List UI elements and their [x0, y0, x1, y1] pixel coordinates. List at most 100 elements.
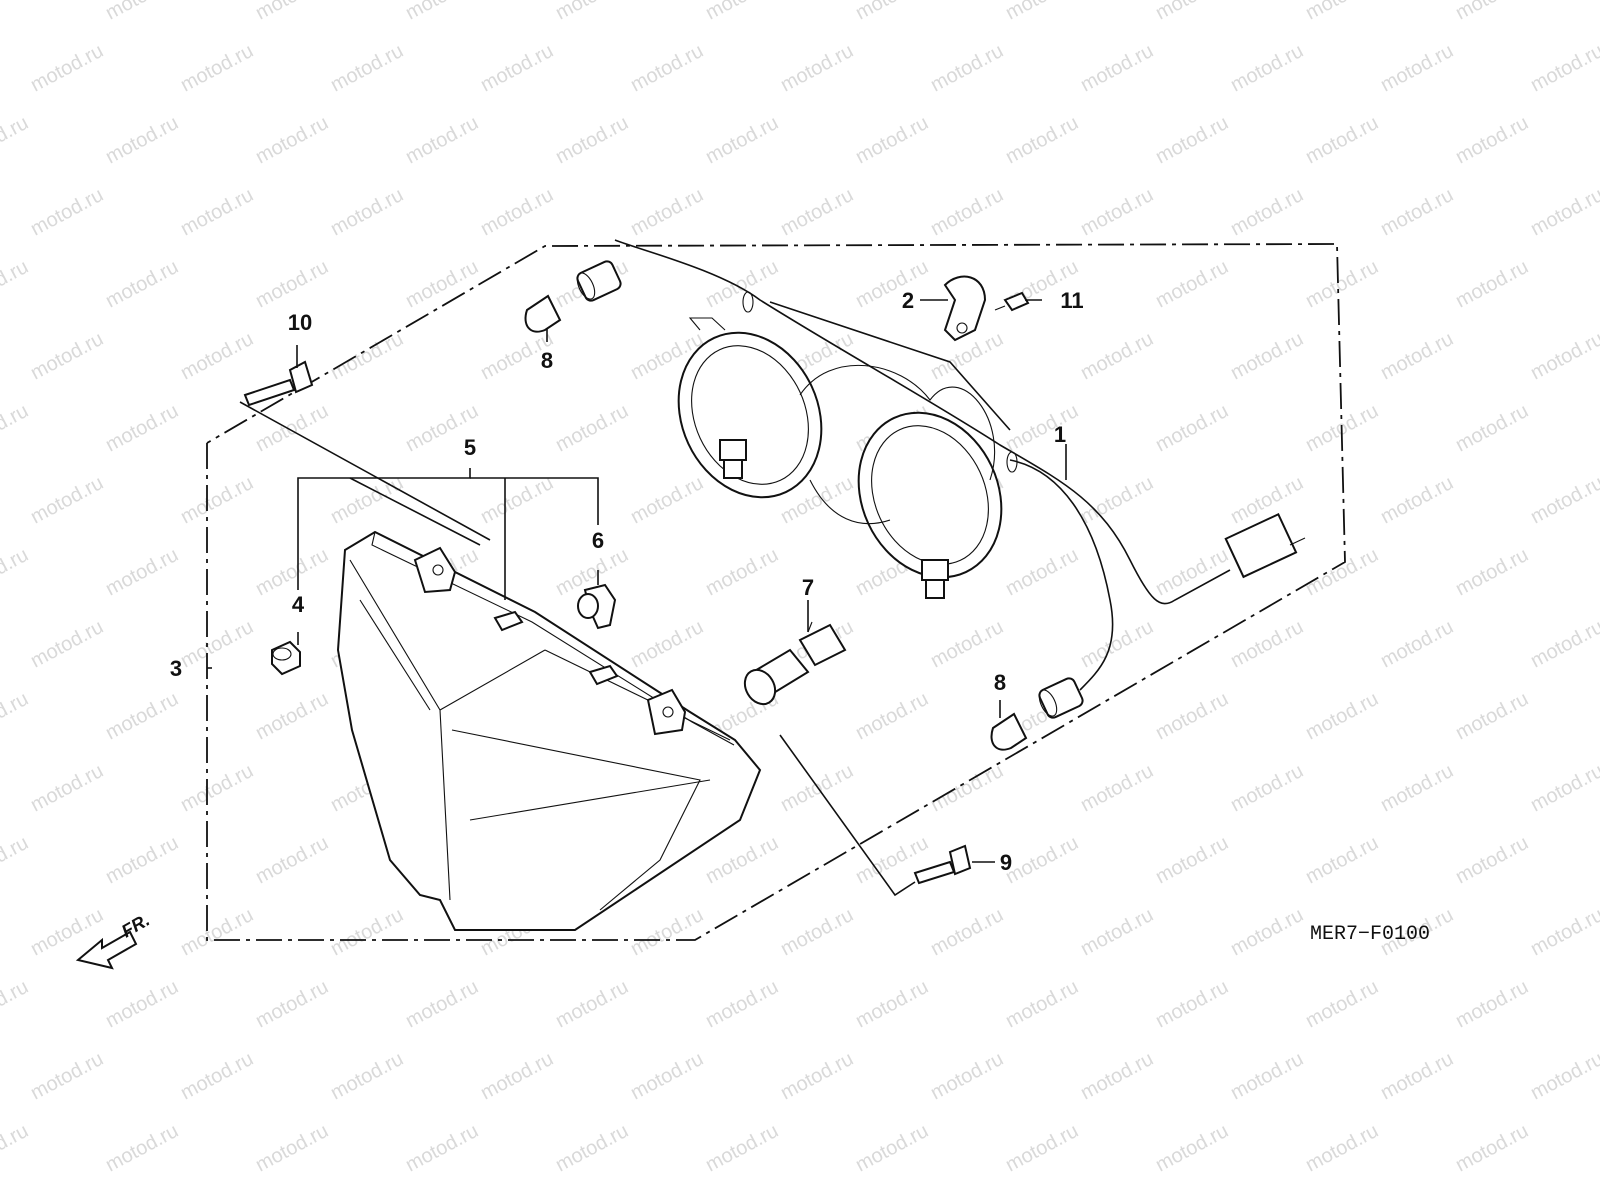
- watermark-text: motod.ru: [1227, 760, 1307, 816]
- watermark-text: motod.ru: [1377, 1048, 1457, 1104]
- watermark-text: motod.ru: [177, 184, 257, 240]
- watermark-text: motod.ru: [0, 976, 32, 1032]
- watermark-text: motod.ru: [702, 544, 782, 600]
- callout-9: 9: [1000, 850, 1012, 875]
- headlight-sockets: [677, 317, 1003, 599]
- watermark-text: motod.ru: [1152, 832, 1232, 888]
- watermark-text: motod.ru: [1452, 1120, 1532, 1176]
- watermark-text: motod.ru: [852, 112, 932, 168]
- watermark-text: motod.ru: [927, 184, 1007, 240]
- callouts: 1 2 3 4 5 6 7 8 8 9 10 11: [170, 288, 1084, 875]
- watermark-text: motod.ru: [27, 760, 107, 816]
- watermark-text: motod.ru: [777, 40, 857, 96]
- watermark-text: motod.ru: [927, 616, 1007, 672]
- watermark-text: motod.ru: [777, 904, 857, 960]
- watermark-text: motod.ru: [477, 184, 557, 240]
- callout-8-bottom: 8: [994, 670, 1006, 695]
- callout-2: 2: [902, 288, 914, 313]
- leader-lines: [207, 299, 1067, 897]
- watermark-text: motod.ru: [1002, 112, 1082, 168]
- screw-part-11: [994, 291, 1030, 312]
- watermark-text: motod.ru: [402, 256, 482, 312]
- watermark-text: motod.ru: [927, 904, 1007, 960]
- watermark-text: motod.ru: [852, 976, 932, 1032]
- watermark-text: motod.ru: [852, 256, 932, 312]
- watermark-text: motod.ru: [1302, 544, 1382, 600]
- position-lamp-top: [524, 260, 622, 333]
- watermark-text: motod.ru: [1002, 832, 1082, 888]
- watermark-text: motod.ru: [252, 0, 332, 24]
- watermark-text: motod.ru: [627, 616, 707, 672]
- watermark-text: motod.ru: [327, 184, 407, 240]
- callout-5: 5: [464, 435, 476, 460]
- watermark-text: motod.ru: [1002, 1120, 1082, 1176]
- diagram-code: MER7−F0100: [1310, 923, 1430, 946]
- watermark-text: motod.ru: [477, 1048, 557, 1104]
- watermark-text: motod.ru: [852, 688, 932, 744]
- watermark-text: motod.ru: [1152, 688, 1232, 744]
- watermark-text: motod.ru: [1227, 328, 1307, 384]
- watermark-text: motod.ru: [627, 904, 707, 960]
- watermark-text: motod.ru: [1077, 184, 1157, 240]
- watermark-text: motod.ru: [1302, 256, 1382, 312]
- watermark-text: motod.ru: [102, 400, 182, 456]
- watermark-text: motod.ru: [702, 112, 782, 168]
- watermark-text: motod.ru: [927, 1048, 1007, 1104]
- watermark-text: motod.ru: [702, 256, 782, 312]
- watermark-text: motod.ru: [1527, 616, 1600, 672]
- watermark-text: motod.ru: [1527, 1048, 1600, 1104]
- watermark-text: motod.ru: [177, 1048, 257, 1104]
- watermark-text: motod.ru: [102, 688, 182, 744]
- watermark-text: motod.ru: [627, 184, 707, 240]
- watermark-text: motod.ru: [702, 832, 782, 888]
- watermark-text: motod.ru: [1452, 256, 1532, 312]
- watermark-text: motod.ru: [552, 0, 632, 24]
- watermark-text: motod.ru: [852, 0, 932, 24]
- clamp-part-2: [943, 275, 987, 342]
- watermark-text: motod.ru: [1227, 40, 1307, 96]
- watermark-text: motod.ru: [102, 256, 182, 312]
- watermark-text: motod.ru: [1377, 184, 1457, 240]
- watermark-text: motod.ru: [1227, 904, 1307, 960]
- watermark-text: motod.ru: [702, 1120, 782, 1176]
- wiring-harness: [614, 239, 1306, 691]
- watermark-text: motod.ru: [1377, 328, 1457, 384]
- callout-8-top: 8: [541, 348, 553, 373]
- callout-3: 3: [170, 656, 182, 681]
- watermark-text: motod.ru: [1527, 472, 1600, 528]
- watermark-text: motod.ru: [1527, 760, 1600, 816]
- watermark-text: motod.ru: [552, 400, 632, 456]
- watermark-text: motod.ru: [1077, 472, 1157, 528]
- watermark-text: motod.ru: [0, 256, 32, 312]
- position-lamp-bottom: [990, 677, 1084, 751]
- watermark-text: motod.ru: [0, 0, 32, 24]
- watermark-text: motod.ru: [0, 1120, 32, 1176]
- watermark-text: motod.ru: [1527, 184, 1600, 240]
- watermark-text: motod.ru: [327, 328, 407, 384]
- watermark-text: motod.ru: [0, 832, 32, 888]
- watermark-text: motod.ru: [252, 400, 332, 456]
- watermark-text: motod.ru: [1527, 904, 1600, 960]
- grommet-part-4: [271, 640, 301, 676]
- watermark-text: motod.ru: [327, 40, 407, 96]
- watermark-text: motod.ru: [102, 0, 182, 24]
- watermark-text: motod.ru: [777, 760, 857, 816]
- front-arrow-icon: [75, 930, 138, 970]
- watermark-text: motod.ru: [1152, 400, 1232, 456]
- watermark-text: motod.ru: [1152, 112, 1232, 168]
- watermark-text: motod.ru: [1077, 760, 1157, 816]
- watermark-text: motod.ru: [177, 472, 257, 528]
- watermark-text: motod.ru: [177, 760, 257, 816]
- watermark-text: motod.ru: [1377, 760, 1457, 816]
- watermark-text: motod.ru: [252, 832, 332, 888]
- watermark-text: motod.ru: [702, 976, 782, 1032]
- callout-6: 6: [592, 528, 604, 553]
- watermark-text: motod.ru: [1077, 40, 1157, 96]
- watermark-text: motod.ru: [102, 976, 182, 1032]
- bolt-part-10: [243, 360, 314, 407]
- watermark-text: motod.ru: [402, 976, 482, 1032]
- socket-part-6: [577, 583, 617, 630]
- watermark-text: motod.ru: [1152, 256, 1232, 312]
- callout-1: 1: [1054, 422, 1066, 447]
- watermark-text: motod.ru: [1302, 0, 1382, 24]
